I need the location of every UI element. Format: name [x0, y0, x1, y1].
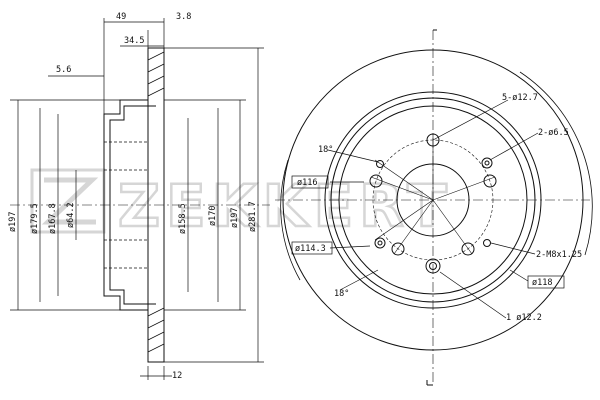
outer-arc-right [519, 71, 593, 256]
pin-hole-center [377, 240, 383, 246]
dim-12: 12 [172, 371, 182, 381]
d116-label-box [291, 175, 329, 189]
hidden-lines [104, 141, 148, 269]
dim-49: 49 [116, 12, 126, 22]
callout-angle-bottom: 18° [334, 289, 349, 299]
dim-34-5: 34.5 [124, 36, 144, 46]
d118-label-box [527, 275, 565, 289]
dim-d167-8: ø167.8 [48, 203, 58, 234]
pin-hole [374, 237, 386, 249]
dim-d158-5: ø158.5 [178, 203, 188, 234]
callout-d118: ø118 [532, 278, 552, 288]
diameter-dimension-lines [10, 47, 264, 363]
hat-outer-circle [324, 91, 542, 309]
dim-d64-2: ø64.2 [66, 202, 76, 228]
hat-circle-3 [338, 105, 528, 295]
top-dimension-lines [48, 18, 172, 380]
dim-5-6: 5.6 [56, 65, 71, 75]
dim-3-8: 3.8 [176, 12, 191, 22]
outer-arc-left [280, 159, 301, 281]
callout-d116: ø116 [297, 178, 317, 188]
callout-d114-3: ø114.3 [295, 244, 326, 254]
leader-lines [327, 99, 539, 319]
thread-holes [376, 160, 491, 247]
callout-angle-top: 18° [318, 145, 333, 155]
front-view [275, 29, 593, 386]
d114-3-label-box [291, 241, 333, 255]
dim-d281-7: ø281.7 [248, 201, 258, 232]
pin-hole [481, 157, 493, 169]
bolt-hole [391, 242, 405, 256]
callout-pin-holes: 2-ø6.5 [538, 128, 569, 138]
hat-circle-2 [330, 97, 536, 303]
dim-d170: ø170 [208, 206, 218, 226]
side-view [10, 18, 270, 380]
callout-center-hole: 1 ø12.2 [506, 313, 542, 323]
front-view-labels: 5-ø12.7 2-ø6.5 18° ø116 ø114.3 2-M8x1.25… [295, 93, 582, 323]
pin-hole-center [484, 160, 490, 166]
thread-hole [483, 239, 491, 247]
dim-d197-outer: ø197 [8, 212, 18, 232]
dim-d179-5: ø179.5 [30, 203, 40, 234]
dim-d197-inner: ø197 [230, 208, 240, 228]
center-hole-outer [425, 258, 441, 274]
callout-thread-holes: 2-M8x1.25 [536, 250, 582, 260]
side-view-labels: 49 3.8 34.5 5.6 12 ø197 ø179.5 ø167.8 ø6… [8, 12, 258, 381]
watermark-text: ZEKKERT [118, 172, 453, 240]
radial-lines [370, 134, 496, 255]
center-hole-inner [429, 262, 437, 270]
pin-holes [374, 157, 493, 249]
view-corner-marks [426, 29, 437, 386]
thread-hole [376, 160, 384, 168]
section-hatching [147, 51, 165, 353]
watermark-logo-z [41, 177, 99, 225]
disc-outer-circle [282, 49, 584, 351]
bolt-hole [461, 242, 475, 256]
callout-bolt-holes: 5-ø12.7 [502, 93, 538, 103]
